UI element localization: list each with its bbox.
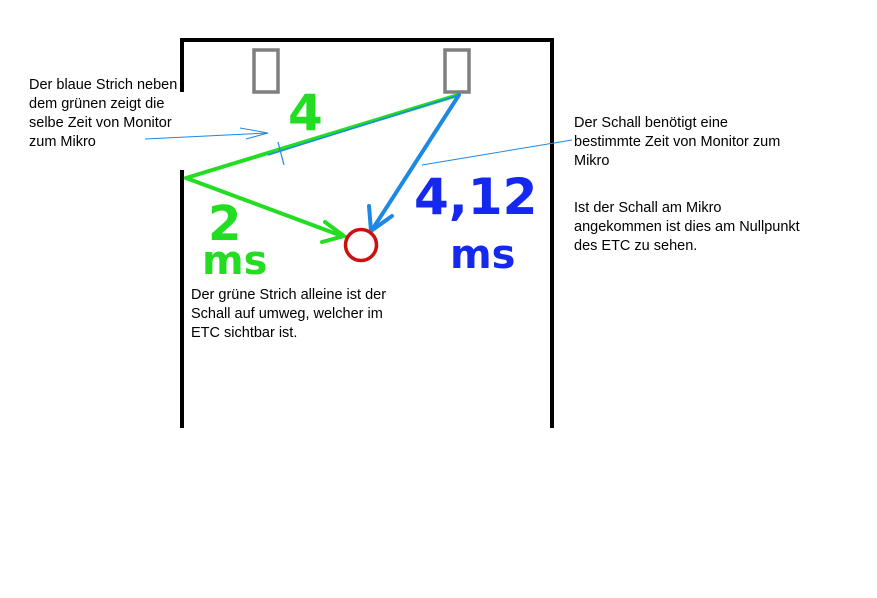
note-mic-arrival: Ist der Schall am Mikro angekommen ist d… [574, 200, 800, 254]
blue-path-monitor-to-mic [370, 93, 461, 232]
note-blue-line: Der blaue Strich neben dem grünen zeigt … [29, 77, 178, 150]
handwritten-green-4: 4 [288, 84, 323, 142]
handwritten-blue-ms: ms [450, 232, 516, 278]
blue-comparison-tick [277, 141, 285, 166]
left-monitor-icon [252, 48, 280, 94]
green-path-wall-to-mic [184, 176, 344, 238]
microphone-icon [343, 227, 379, 263]
handwritten-blue-4-12: 4,12 [414, 168, 537, 226]
pointer-line-left-note [144, 132, 269, 140]
room-walls [180, 38, 554, 428]
green-arrowhead [320, 220, 349, 244]
pointer-arrow-left-note [239, 127, 269, 140]
pointer-line-right-note [421, 139, 573, 166]
handwritten-green-ms: ms [202, 238, 268, 284]
note-sound-time: Der Schall benötigt eine bestimmte Zeit … [574, 115, 781, 169]
right-monitor-icon [443, 48, 471, 94]
blue-comparison-line [267, 95, 457, 156]
handwritten-green-2: 2 [208, 196, 241, 252]
note-green-line: Der grüne Strich alleine ist der Schall … [191, 287, 387, 341]
